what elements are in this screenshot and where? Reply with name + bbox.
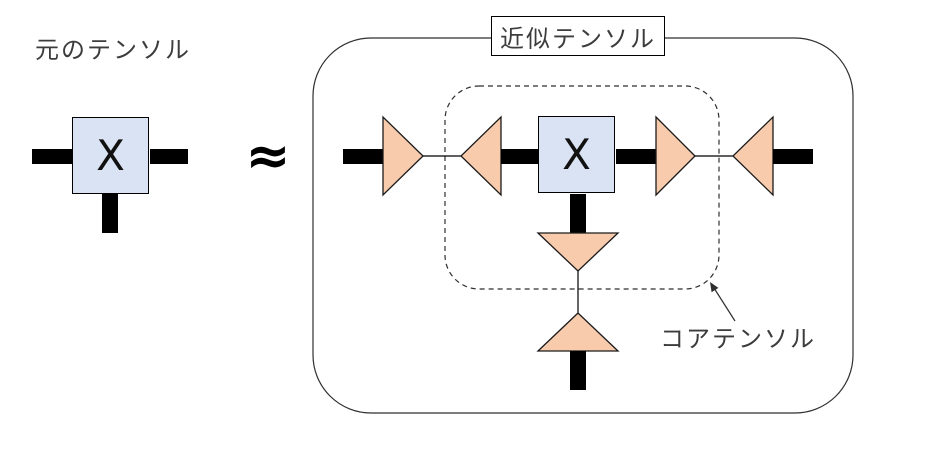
factor-triangle-left <box>732 115 774 197</box>
edge-bar <box>343 149 383 164</box>
edge-bar <box>501 149 538 164</box>
factor-triangle-right <box>382 115 424 197</box>
approx-tensor-title: 近似テンソル <box>500 24 656 53</box>
core-tensor-label: コアテンソル <box>660 325 816 353</box>
approx-tensor-title-box: 近似テンソル <box>491 16 665 56</box>
approx-tensor-node-label: X <box>562 130 591 179</box>
edge-bar <box>102 194 118 233</box>
original-tensor-title: 元のテンソル <box>35 36 191 64</box>
approximately-equal-symbol: ≈ <box>245 124 291 187</box>
original-tensor-node-label: X <box>96 131 125 180</box>
factor-triangle-right <box>655 115 696 197</box>
core-tensor-dashed-boundary <box>444 85 720 290</box>
factor-triangle-left <box>460 115 502 197</box>
core-annotation-arrow-head <box>710 282 719 293</box>
edge-bar <box>570 351 586 390</box>
edge-bar <box>616 149 656 164</box>
edge-bar <box>773 149 813 164</box>
edge-bar <box>570 194 586 233</box>
factor-triangle-up <box>536 312 620 352</box>
original-tensor-node: X <box>72 117 149 194</box>
edge-bar <box>150 149 188 164</box>
core-annotation-arrow-line <box>713 287 736 322</box>
edge-bar <box>32 149 72 164</box>
approx-tensor-core-node: X <box>538 116 615 193</box>
factor-triangle-down <box>536 232 620 272</box>
